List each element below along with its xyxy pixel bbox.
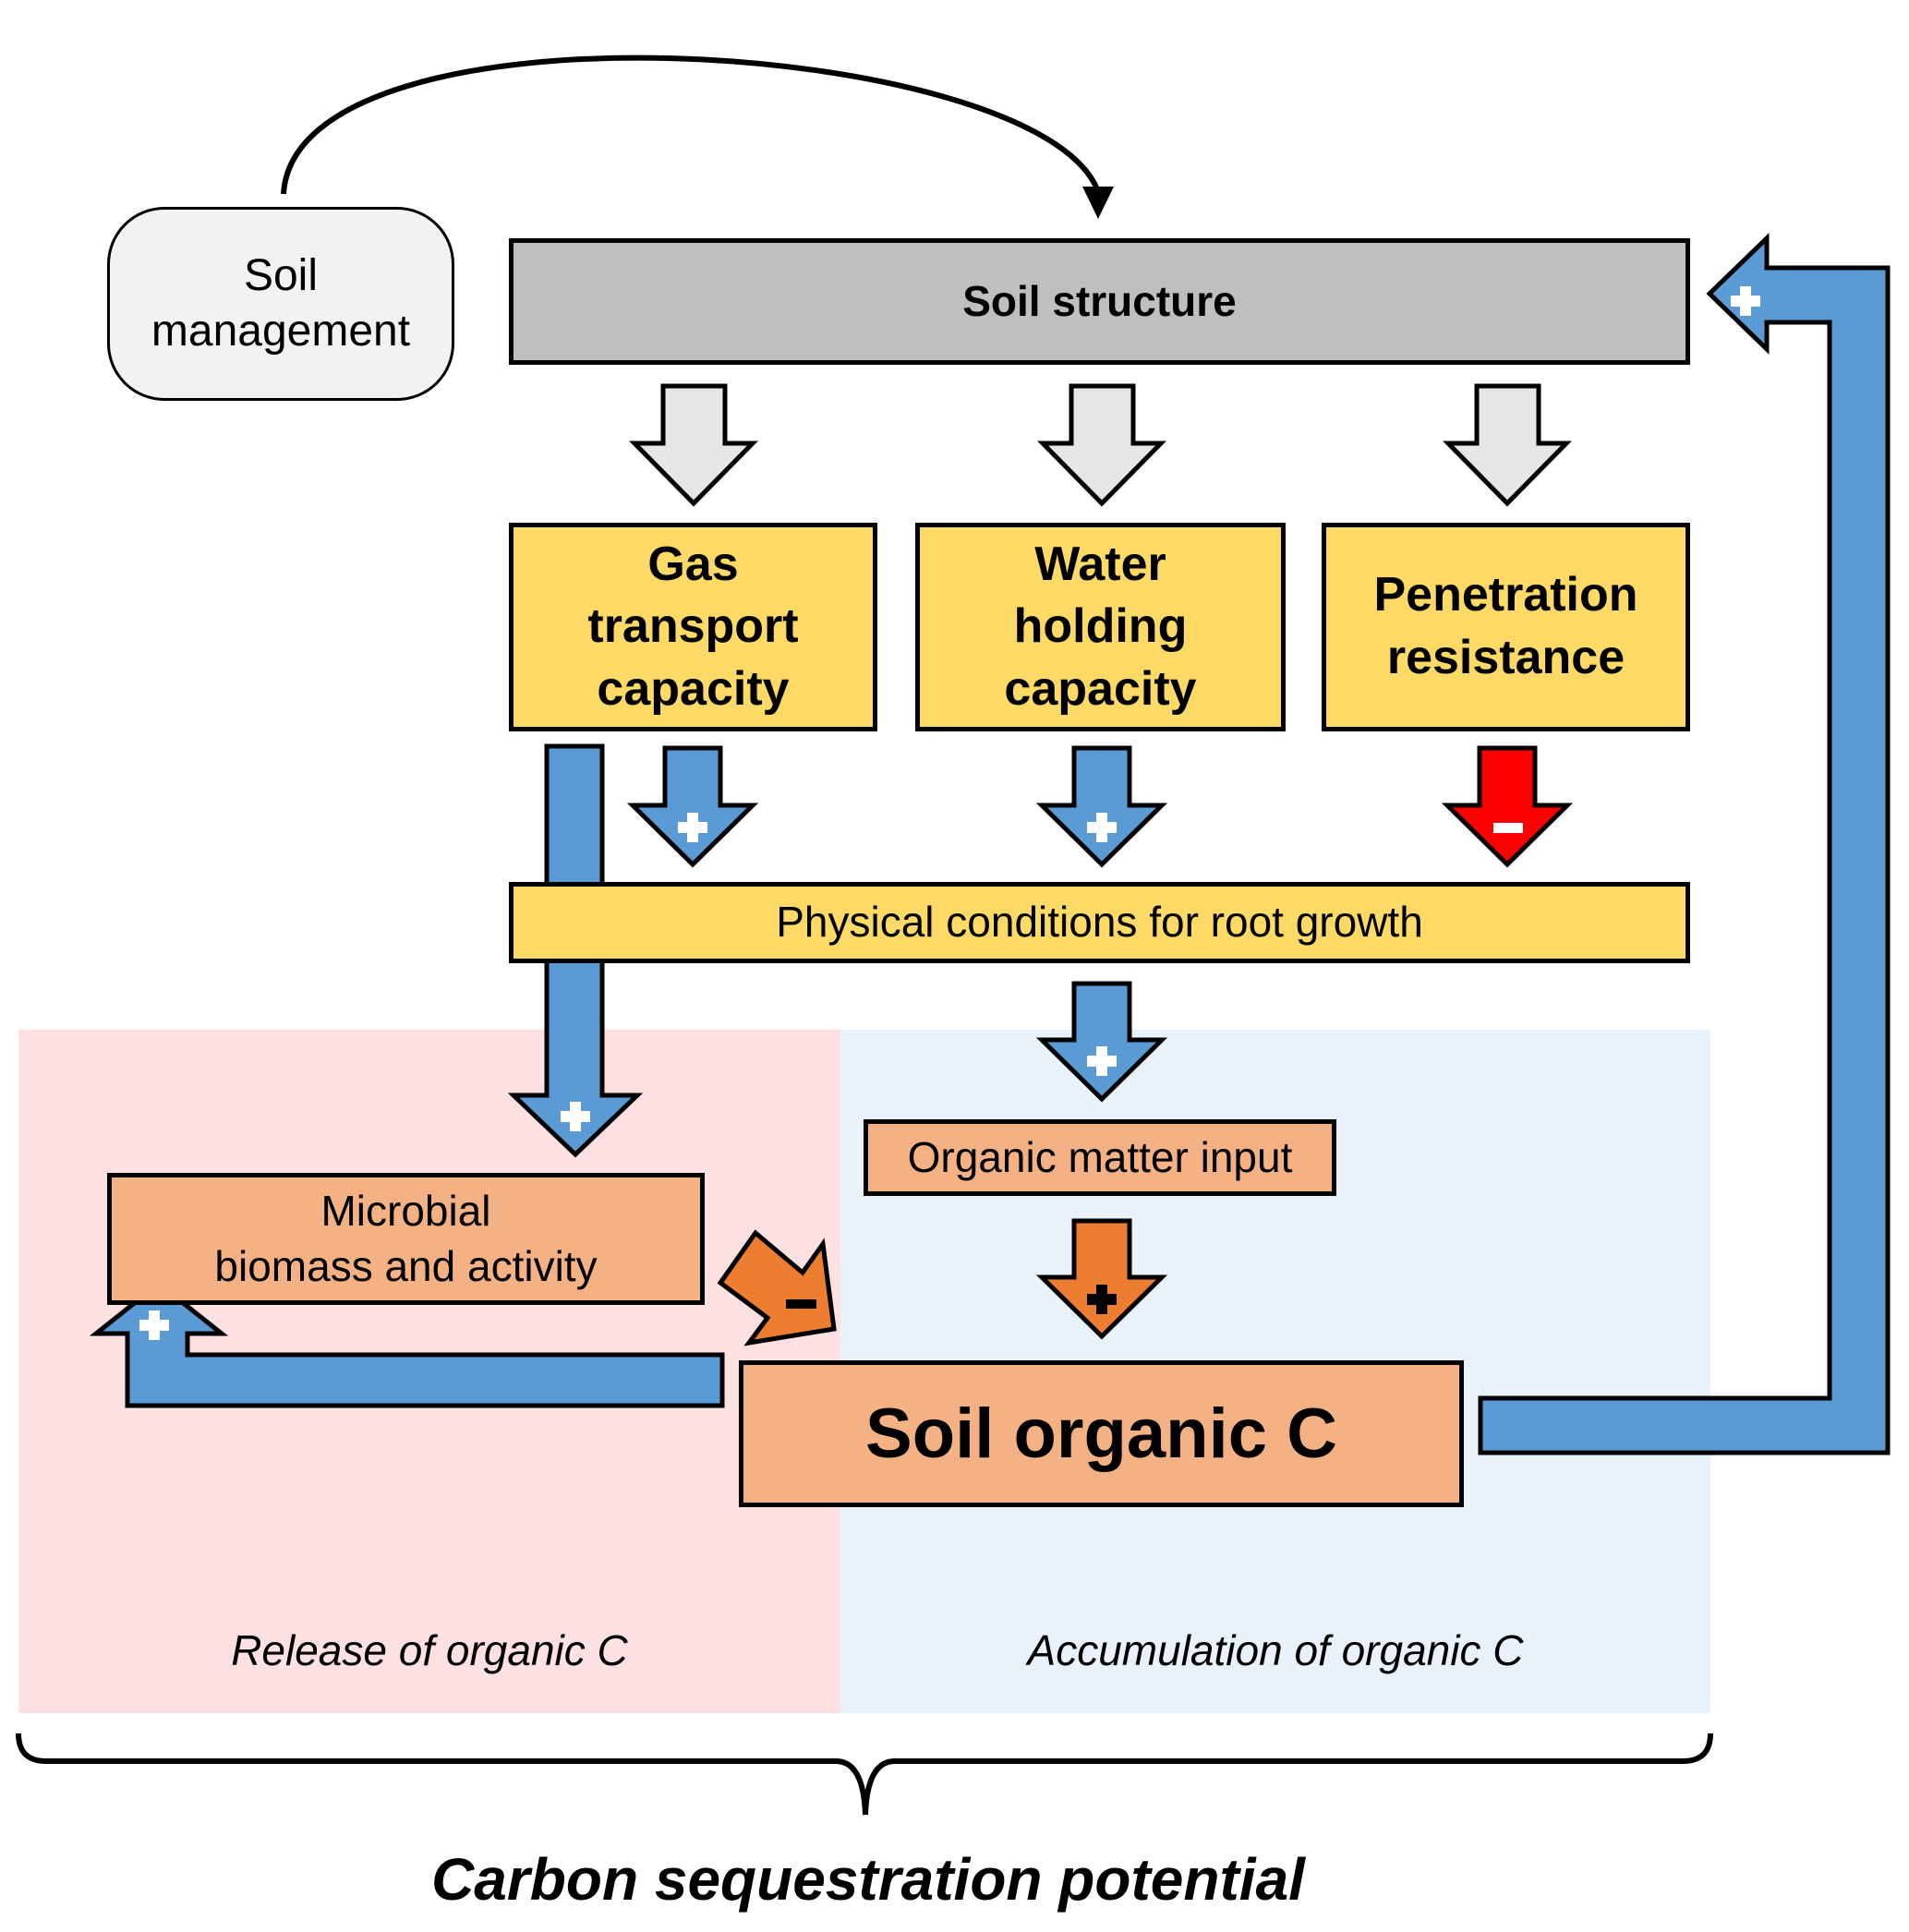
carbon-sequestration-brace	[16, 1733, 1713, 1816]
physical-to-organic-input-arrow	[1035, 981, 1168, 1103]
management-arrowhead-icon	[1082, 187, 1114, 219]
soil-structure-node: Soil structure	[509, 238, 1690, 365]
gas-transport-node: Gas transport capacity	[509, 523, 877, 731]
soil-structure-label: Soil structure	[962, 276, 1237, 325]
soc-to-microbial-arrow	[89, 1280, 725, 1408]
structure-to-penetration-arrow	[1443, 383, 1572, 507]
minus-icon	[1493, 823, 1523, 833]
soc-to-structure-arrow	[1478, 233, 1891, 1455]
management-to-structure-arrow	[281, 54, 1100, 195]
microbial-node: Microbial biomass and activity	[107, 1173, 705, 1305]
physical-conditions-label: Physical conditions for root growth	[776, 898, 1423, 947]
soil-organic-c-node: Soil organic C	[739, 1360, 1464, 1507]
soil-organic-c-label: Soil organic C	[865, 1394, 1337, 1473]
penetration-to-physical-arrow	[1441, 745, 1574, 868]
accumulation-zone-label: Accumulation of organic C	[1027, 1626, 1524, 1674]
water-holding-label: Water holding capacity	[1004, 537, 1197, 716]
organic-matter-input-node: Organic matter input	[864, 1119, 1336, 1196]
minus-icon	[786, 1299, 816, 1309]
soil-management-node: Soil management	[107, 207, 454, 401]
structure-to-gas-arrow	[629, 383, 758, 507]
organic-input-to-soc-arrow	[1035, 1218, 1168, 1340]
carbon-sequestration-title: Carbon sequestration potential	[431, 1846, 1305, 1913]
physical-conditions-node: Physical conditions for root growth	[509, 882, 1690, 963]
water-to-physical-arrow	[1035, 745, 1168, 868]
gas-transport-label: Gas transport capacity	[587, 537, 799, 716]
microbial-label: Microbial biomass and activity	[214, 1186, 598, 1290]
water-holding-node: Water holding capacity	[915, 523, 1286, 731]
organic-matter-input-label: Organic matter input	[907, 1132, 1293, 1181]
gas-to-physical-arrow	[626, 745, 759, 868]
structure-to-water-arrow	[1037, 383, 1166, 507]
release-zone-label: Release of organic C	[231, 1626, 628, 1674]
microbial-to-soc-arrow	[717, 1229, 837, 1346]
soil-management-label: Soil management	[151, 251, 411, 356]
penetration-resistance-node: Penetration resistance	[1322, 523, 1690, 731]
penetration-resistance-label: Penetration resistance	[1373, 568, 1638, 684]
